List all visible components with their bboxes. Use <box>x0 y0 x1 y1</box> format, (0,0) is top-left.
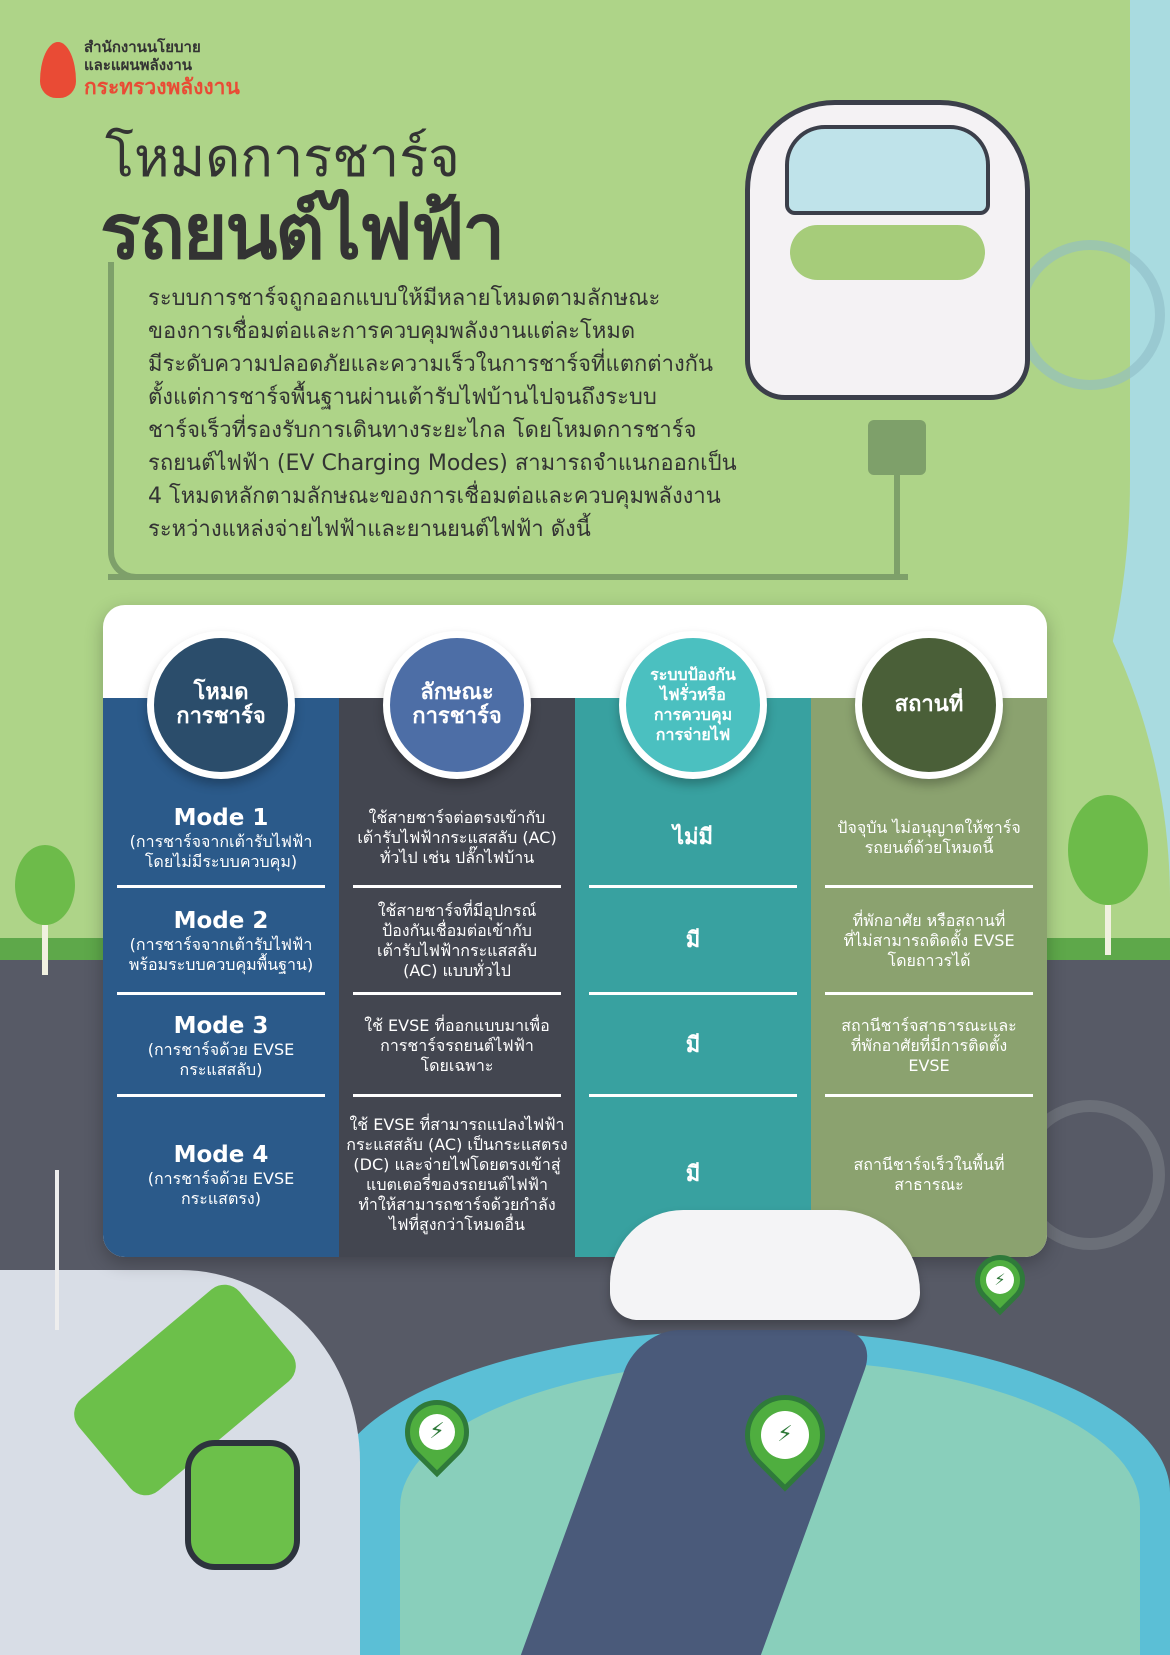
row-divider <box>589 992 797 995</box>
protection-text: มี <box>685 928 701 953</box>
header-location: สถานที่ <box>855 631 1003 779</box>
table-cell-location: สถานีชาร์จสาธารณะและ ที่พักอาศัยที่มีการ… <box>817 997 1041 1094</box>
row-divider <box>589 885 797 888</box>
location-text: ที่พักอาศัย หรือสถานที่ ที่ไม่สามารถติดต… <box>843 911 1015 970</box>
location-text: สถานีชาร์จสาธารณะและ ที่พักอาศัยที่มีการ… <box>841 1015 1017 1075</box>
table-cell-mode: Mode 2(การชาร์จจากเต้ารับไฟฟ้า พร้อมระบบ… <box>109 890 333 992</box>
intro-line: ของการเชื่อมต่อและการควบคุมพลังงานแต่ละโ… <box>148 319 636 344</box>
table-cell-protection: มี <box>581 1099 805 1251</box>
logo-line: และแผนพลังงาน <box>84 56 193 74</box>
protection-text: ไม่มี <box>672 824 714 850</box>
row-divider <box>353 1094 561 1097</box>
plug-icon <box>868 420 926 475</box>
characteristic-text: ใช้ EVSE ที่ออกแบบมาเพื่อ การชาร์จรถยนต์… <box>364 1015 550 1075</box>
row-divider <box>589 1094 797 1097</box>
intro-line: ระบบการชาร์จถูกออกแบบให้มีหลายโหมดตามลัก… <box>148 286 661 311</box>
table-cell-location: ที่พักอาศัย หรือสถานที่ ที่ไม่สามารถติดต… <box>817 890 1041 992</box>
mode-label: Mode 4 <box>173 1142 269 1168</box>
intro-line: 4 โหมดหลักตามลักษณะของการเชื่อมต่อและควบ… <box>148 484 721 509</box>
mode-desc-text: (การชาร์จด้วย EVSE กระแสตรง) <box>147 1169 295 1208</box>
mode-label: Mode 1 <box>173 804 269 831</box>
wind-turbine-icon <box>55 1170 59 1330</box>
ev-car-front-illustration <box>745 100 1030 400</box>
location-text: ปัจจุบัน ไม่อนุญาตให้ชาร์จ รถยนต์ด้วยโหม… <box>837 817 1021 857</box>
intro-line: รถยนต์ไฟฟ้า (EV Charging Modes) สามารถจำ… <box>148 451 737 476</box>
logo-ministry-name: กระทรวงพลังงาน <box>84 75 240 99</box>
charging-modes-table: โหมด การชาร์จ ลักษณะ การชาร์จ ระบบป้องกัน … <box>103 605 1047 1257</box>
tree-icon <box>1068 795 1148 955</box>
row-divider <box>825 885 1033 888</box>
table-cell-location: ปัจจุบัน ไม่อนุญาตให้ชาร์จ รถยนต์ด้วยโหม… <box>817 790 1041 885</box>
characteristic-text: ใช้สายชาร์จต่อตรงเข้ากับ เต้ารับไฟฟ้ากระ… <box>357 807 557 867</box>
mode-desc-text: (การชาร์จจากเต้ารับไฟฟ้า โดยไม่มีระบบควบ… <box>129 831 313 871</box>
intro-paragraph: ระบบการชาร์จถูกออกแบบให้มีหลายโหมดตามลัก… <box>148 282 828 546</box>
intro-line: มีระดับความปลอดภัยและความเร็วในการชาร์จท… <box>148 352 714 377</box>
charging-pin: ⚡ <box>391 1386 483 1478</box>
row-divider <box>353 992 561 995</box>
tree-icon <box>15 845 75 975</box>
header-mode: โหมด การชาร์จ <box>147 631 295 779</box>
lightning-icon: ⚡ <box>986 1266 1014 1294</box>
protection-text: มี <box>685 1032 701 1058</box>
column-location <box>811 698 1047 1257</box>
mode-desc-text: (การชาร์จจากเต้ารับไฟฟ้า พร้อมระบบควบคุม… <box>128 935 314 974</box>
row-divider <box>353 885 561 888</box>
table-cell-mode: Mode 1(การชาร์จจากเต้ารับไฟฟ้า โดยไม่มีร… <box>109 790 333 885</box>
ev-car-side-illustration <box>610 1210 920 1320</box>
charging-pin: ⚡ <box>728 1378 842 1492</box>
location-text: สถานีชาร์จเร็วในพื้นที่ สาธารณะ <box>853 1155 1005 1194</box>
table-cell-characteristic: ใช้ EVSE ที่ออกแบบมาเพื่อ การชาร์จรถยนต์… <box>345 997 569 1094</box>
intro-line: ระหว่างแหล่งจ่ายไฟฟ้าและยานยนต์ไฟฟ้า ดัง… <box>148 517 591 542</box>
charging-socket-illustration <box>185 1440 300 1570</box>
table-cell-characteristic: ใช้สายชาร์จต่อตรงเข้ากับ เต้ารับไฟฟ้ากระ… <box>345 790 569 885</box>
row-divider <box>117 885 325 888</box>
gear-icon <box>1015 240 1165 390</box>
column-mode <box>103 698 339 1257</box>
characteristic-text: ใช้ EVSE ที่สามารถแปลงไฟฟ้า กระแสสลับ (A… <box>346 1115 568 1234</box>
header-protection: ระบบป้องกัน ไฟรั่วหรือ การควบคุม การจ่าย… <box>619 631 767 779</box>
table-cell-characteristic: ใช้ EVSE ที่สามารถแปลงไฟฟ้า กระแสสลับ (A… <box>345 1099 569 1251</box>
intro-frame-bottom <box>108 574 900 580</box>
intro-line: ชาร์จเร็วที่รองรับการเดินทางระยะไกล โดยโ… <box>148 418 697 443</box>
mode-desc-text: (การชาร์จด้วย EVSE กระแสสลับ) <box>147 1039 295 1079</box>
table-cell-mode: Mode 3(การชาร์จด้วย EVSE กระแสสลับ) <box>109 997 333 1094</box>
row-divider <box>117 1094 325 1097</box>
lightning-icon: ⚡ <box>419 1414 455 1450</box>
table-cell-mode: Mode 4(การชาร์จด้วย EVSE กระแสตรง) <box>109 1099 333 1251</box>
mode-label: Mode 2 <box>173 908 269 934</box>
header-characteristic: ลักษณะ การชาร์จ <box>383 631 531 779</box>
lightning-icon: ⚡ <box>761 1411 809 1459</box>
ministry-logo: สำนักงานนโยบาย และแผนพลังงาน กระทรวงพลัง… <box>40 38 240 100</box>
row-divider <box>825 1094 1033 1097</box>
table-cell-characteristic: ใช้สายชาร์จที่มีอุปกรณ์ ป้องกันเชื่อมต่อ… <box>345 890 569 992</box>
intro-line: ตั้งแต่การชาร์จพื้นฐานผ่านเต้ารับไฟบ้านไ… <box>148 385 657 410</box>
page-title-line1: โหมดการชาร์จ <box>105 126 460 189</box>
logo-line: สำนักงานนโยบาย <box>84 38 201 56</box>
mode-label: Mode 3 <box>173 1012 269 1039</box>
row-divider <box>117 992 325 995</box>
row-divider <box>825 992 1033 995</box>
characteristic-text: ใช้สายชาร์จที่มีอุปกรณ์ ป้องกันเชื่อมต่อ… <box>377 901 537 980</box>
charging-pin: ⚡ <box>964 1244 1036 1316</box>
flame-logo-icon <box>40 42 76 98</box>
plug-cord <box>894 470 900 580</box>
page-title-line2: รถยนต์ไฟฟ้า <box>100 187 505 276</box>
table-cell-location: สถานีชาร์จเร็วในพื้นที่ สาธารณะ <box>817 1099 1041 1251</box>
column-characteristic <box>339 698 575 1257</box>
protection-text: มี <box>685 1162 701 1187</box>
table-cell-protection: มี <box>581 890 805 992</box>
column-protection <box>575 698 811 1257</box>
table-cell-protection: มี <box>581 997 805 1094</box>
table-cell-protection: ไม่มี <box>581 790 805 885</box>
